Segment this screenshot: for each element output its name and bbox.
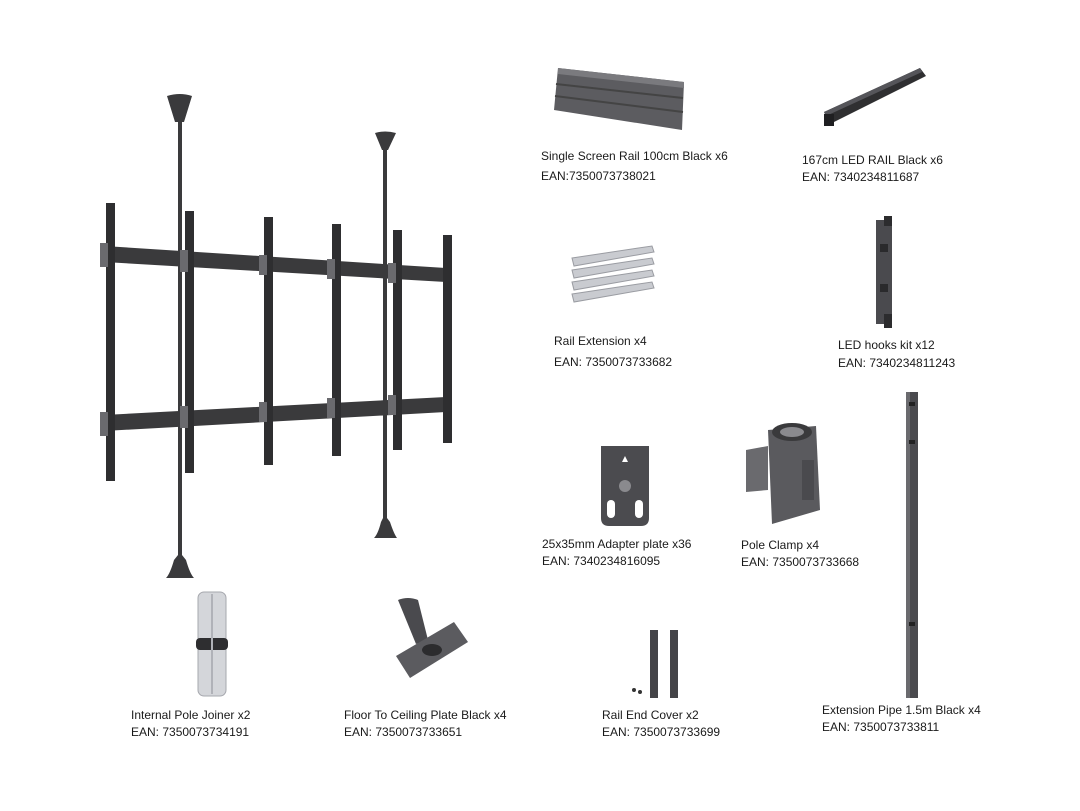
item-name: Pole Clamp x4 — [741, 538, 820, 552]
internal-pole-joiner-image — [196, 591, 228, 697]
pole-clamp-image — [746, 423, 820, 524]
led-rail-image — [824, 68, 926, 126]
rail-extension-image — [571, 245, 655, 303]
item-ean: EAN: 7350073733651 — [344, 725, 463, 739]
item-name: LED hooks kit x12 — [838, 338, 935, 352]
item-ean: EAN: 7350073734191 — [131, 725, 250, 739]
single-screen-rail-image — [554, 68, 684, 130]
rail-end-cover-image — [632, 630, 678, 698]
item-ean: EAN: 7350073733699 — [602, 725, 721, 739]
item-name: Rail Extension x4 — [554, 334, 647, 348]
item-name: Internal Pole Joiner x2 — [131, 708, 251, 722]
item-name: Floor To Ceiling Plate Black x4 — [344, 708, 507, 722]
item-ean: EAN: 7350073733682 — [554, 355, 673, 369]
item-ean: EAN: 7340234811243 — [838, 356, 956, 370]
led-hooks-kit-image — [876, 216, 892, 328]
floor-ceiling-plate-image — [396, 598, 468, 678]
item-ean: EAN: 7340234816095 — [542, 554, 661, 568]
item-ean: EAN:7350073738021 — [541, 169, 656, 183]
item-name: Single Screen Rail 100cm Black x6 — [541, 149, 728, 163]
item-ean: EAN: 7350073733811 — [822, 720, 940, 734]
item-ean: EAN: 7350073733668 — [741, 555, 860, 569]
adapter-plate-image — [601, 446, 649, 526]
item-ean: EAN: 7340234811687 — [802, 170, 920, 184]
item-name: Rail End Cover x2 — [602, 708, 699, 722]
item-name: Extension Pipe 1.5m Black x4 — [822, 703, 981, 717]
extension-pipe-image — [906, 392, 918, 698]
item-name: 167cm LED RAIL Black x6 — [802, 153, 943, 167]
item-name: 25x35mm Adapter plate x36 — [542, 537, 692, 551]
